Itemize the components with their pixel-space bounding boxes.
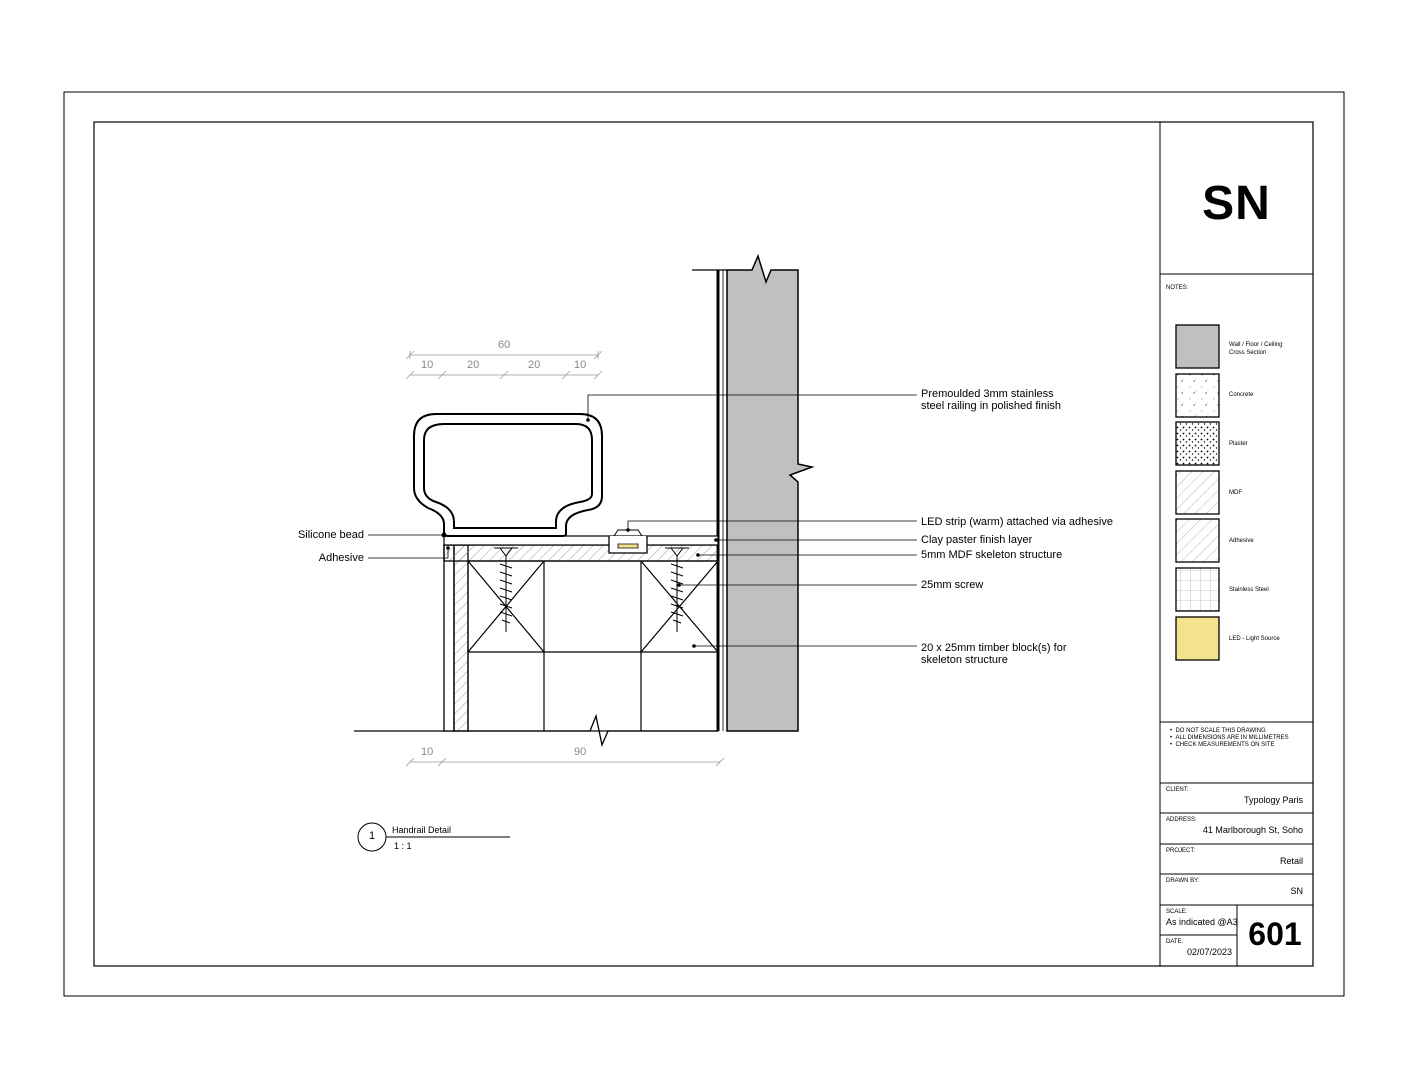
legend-label-plaster: Plaster: [1229, 441, 1248, 447]
detail-title: Handrail Detail: [392, 825, 452, 835]
legend-label-led: LED - Light Source: [1229, 636, 1280, 642]
legend-label-wall: Wall / Floor / Ceiling Cross Section: [1229, 342, 1283, 356]
address-value: 41 Marlborough St, Soho: [1202, 825, 1303, 835]
detail-number: 1: [368, 830, 376, 842]
clay-plaster-layer: [443, 535, 719, 546]
scale-value: As indicated @A3: [1166, 917, 1238, 927]
address-label: ADDRESS:: [1166, 817, 1197, 823]
leader-dots: [446, 418, 718, 648]
callout-clay: Clay paster finish layer: [921, 534, 1033, 546]
notes-heading: NOTES:: [1166, 285, 1189, 291]
dim-top-seg-1: 10: [421, 359, 434, 371]
callout-silicone: Silicone bead: [297, 529, 364, 541]
scale-label: SCALE:: [1166, 909, 1188, 915]
callout-timber: 20 x 25mm timber block(s) for skeleton s…: [921, 642, 1067, 666]
dim-top-seg-4: 10: [574, 359, 587, 371]
leader-lines: [368, 394, 917, 647]
legend-label-adhesive: Adhesive: [1229, 538, 1254, 544]
bottom-dimensions: [405, 757, 725, 767]
inner-border: [93, 121, 1314, 967]
led-strip: [617, 543, 639, 549]
screw-left: [494, 547, 518, 632]
top-dimensions: [405, 350, 603, 380]
callout-adhesive: Adhesive: [318, 552, 364, 564]
legend-swatches: [1175, 324, 1220, 661]
screw-right: [665, 547, 689, 632]
callout-screw: 25mm screw: [921, 579, 984, 591]
date-value: 02/07/2023: [1187, 947, 1233, 957]
client-value: Typology Paris: [1243, 795, 1303, 805]
drawn-by-label: DRAWN BY:: [1166, 878, 1200, 884]
general-note-2: • ALL DIMENSIONS ARE IN MILLIMETRES: [1170, 735, 1289, 741]
sheet-number: 601: [1248, 916, 1302, 952]
legend-label-mdf: MDF: [1229, 490, 1242, 496]
project-label: PROJECT:: [1166, 848, 1196, 854]
legend-label-stainless-steel: Stainless Steel: [1229, 587, 1269, 593]
general-note-3: • CHECK MEASUREMENTS ON SITE: [1170, 742, 1275, 748]
date-label: DATE:: [1166, 939, 1184, 945]
logo-text: SN: [1202, 177, 1271, 230]
dim-bottom-seg-1: 10: [421, 746, 434, 758]
callout-mdf: 5mm MDF skeleton structure: [921, 549, 1063, 561]
dim-top-total: 60: [498, 339, 511, 351]
handrail-inner: [423, 423, 593, 529]
client-label: CLIENT:: [1166, 787, 1189, 793]
dim-top-seg-3: 20: [528, 359, 541, 371]
project-value: Retail: [1279, 856, 1303, 866]
detail-scale: 1 : 1: [394, 841, 412, 851]
callout-railing: Premoulded 3mm stainless steel railing i…: [921, 388, 1062, 412]
callout-led: LED strip (warm) attached via adhesive: [921, 516, 1113, 528]
mdf-left-panel: [453, 544, 469, 732]
legend-label-concrete: Concrete: [1229, 392, 1254, 398]
general-note-1: • DO NOT SCALE THIS DRAWING: [1170, 728, 1266, 734]
drawn-by-value: SN: [1290, 886, 1303, 896]
wall-section: [726, 253, 815, 732]
dim-top-seg-2: 20: [467, 359, 480, 371]
dim-bottom-seg-2: 90: [574, 746, 587, 758]
outer-border: [63, 91, 1345, 997]
